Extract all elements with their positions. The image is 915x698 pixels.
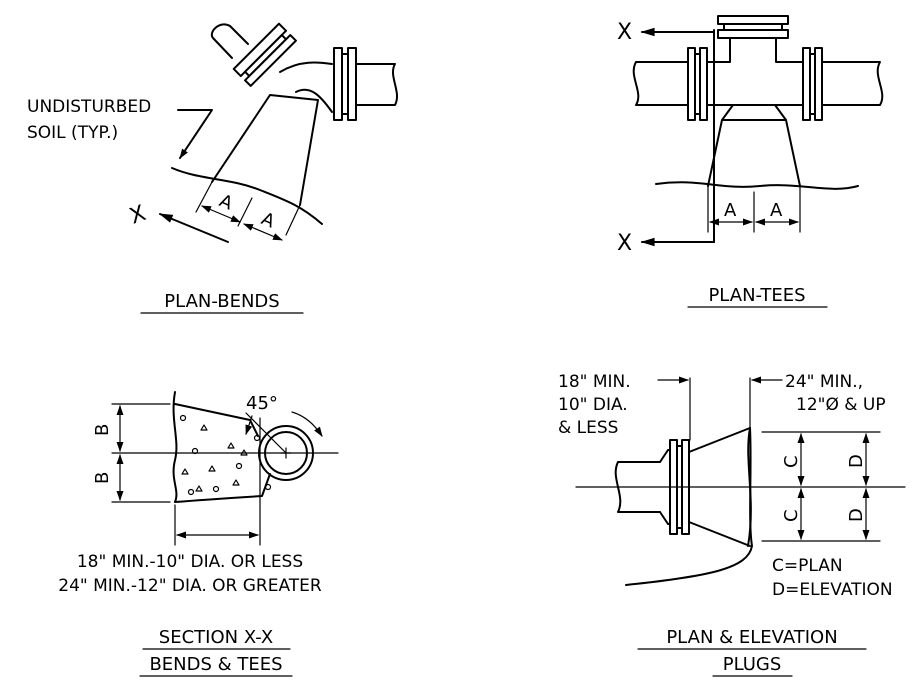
bend-section-arrow bbox=[158, 213, 229, 243]
bend-dim-ext-1 bbox=[195, 181, 213, 213]
tee-top-flange-c bbox=[717, 29, 789, 39]
plug-legend-c: C=PLAN bbox=[772, 556, 843, 576]
plug-right-note-line1: 24" MIN., bbox=[785, 372, 863, 392]
section-title-line1: SECTION X-X bbox=[159, 627, 273, 648]
tee-soil-line bbox=[655, 181, 859, 190]
section-dim-b1-label: B bbox=[92, 424, 113, 436]
plugs-title-line1: PLAN & ELEVATION bbox=[666, 627, 837, 648]
bend-outlet-pipe bbox=[210, 23, 249, 59]
bend-dim-ext-3 bbox=[285, 204, 301, 236]
section-note-line1: 18" MIN.-10" DIA. OR LESS bbox=[77, 552, 303, 572]
plug-left-note-line3: & LESS bbox=[558, 418, 618, 438]
plug-right-note-line2: 12"Ø & UP bbox=[796, 395, 886, 415]
section-xx-view: 45° B B 18" MIN.-10" DIA. OR LESS 24" MI… bbox=[58, 391, 339, 677]
tee-right-flange-a bbox=[802, 47, 811, 121]
bend-dim-a1 bbox=[201, 205, 241, 223]
plug-dim-d2-label: D bbox=[846, 508, 867, 522]
tee-left-pipe bbox=[632, 61, 689, 106]
plan-bends-view: UNDISTURBED SOIL (TYP.) A A X PLAN-BENDS bbox=[27, 22, 398, 314]
bend-fitting-body bbox=[279, 61, 333, 113]
bend-angled-flange bbox=[232, 22, 297, 87]
tee-right-pipe bbox=[817, 61, 884, 106]
bend-thrust-block bbox=[211, 94, 319, 206]
plugs-view: 18" MIN. 10" DIA. & LESS 24" MIN., 12"Ø … bbox=[558, 372, 906, 677]
plug-soil-line bbox=[625, 427, 753, 586]
section-title-line2: BENDS & TEES bbox=[149, 654, 282, 675]
section-dim-b2-label: B bbox=[92, 472, 113, 484]
plug-left-note-line2: 10" DIA. bbox=[558, 395, 628, 415]
soil-label-line2: SOIL (TYP.) bbox=[27, 123, 118, 143]
bend-soil-line bbox=[171, 167, 323, 225]
section-angle-label: 45° bbox=[246, 393, 278, 414]
section-block-left-edge bbox=[172, 391, 178, 503]
soil-leader-line bbox=[177, 109, 213, 159]
soil-label-line1: UNDISTURBED bbox=[27, 97, 151, 117]
section-block-bottom bbox=[174, 473, 271, 503]
plan-tees-title: PLAN-TEES bbox=[708, 285, 805, 306]
bend-flange-right-c bbox=[347, 47, 357, 121]
tee-left-flange-c bbox=[699, 47, 708, 121]
bend-dim-a1-label: A bbox=[216, 190, 236, 214]
tee-right-flange-c bbox=[814, 47, 823, 121]
plan-tees-view: X X A A PLAN-TEES bbox=[617, 15, 884, 308]
tee-top-flange-a bbox=[717, 15, 789, 25]
section-block-top bbox=[174, 403, 259, 437]
plan-bends-title: PLAN-BENDS bbox=[164, 291, 279, 312]
tee-left-flange-a bbox=[687, 47, 696, 121]
tee-section-mark-bottom: X bbox=[617, 231, 632, 256]
tee-dim-a2-label: A bbox=[770, 200, 783, 221]
plug-dim-d1-label: D bbox=[846, 454, 867, 468]
tee-dim-a1-label: A bbox=[724, 200, 737, 221]
plug-dim-c2-label: C bbox=[781, 509, 802, 522]
section-concrete-aggregate bbox=[179, 414, 272, 496]
plug-legend-d: D=ELEVATION bbox=[772, 580, 893, 600]
tee-thrust-block bbox=[707, 104, 801, 187]
plug-left-note-line1: 18" MIN. bbox=[558, 372, 631, 392]
bend-dim-a2 bbox=[243, 223, 283, 241]
section-note-line2: 24" MIN.-12" DIA. OR GREATER bbox=[58, 576, 322, 596]
section-45deg-line-1 bbox=[245, 412, 287, 454]
plug-thrust-block bbox=[688, 427, 751, 547]
tee-fitting-body bbox=[702, 37, 804, 106]
bend-dim-a2-label: A bbox=[258, 208, 278, 232]
section-45deg-arc bbox=[291, 411, 323, 437]
tee-section-mark-top: X bbox=[617, 20, 632, 45]
bend-section-mark: X bbox=[126, 201, 149, 230]
section-45deg-leader bbox=[245, 415, 253, 435]
plug-dim-c1-label: C bbox=[781, 455, 802, 468]
bend-flange-right-a bbox=[333, 47, 343, 121]
plugs-title-line2: PLUGS bbox=[723, 654, 782, 675]
bend-right-pipe bbox=[355, 63, 398, 106]
